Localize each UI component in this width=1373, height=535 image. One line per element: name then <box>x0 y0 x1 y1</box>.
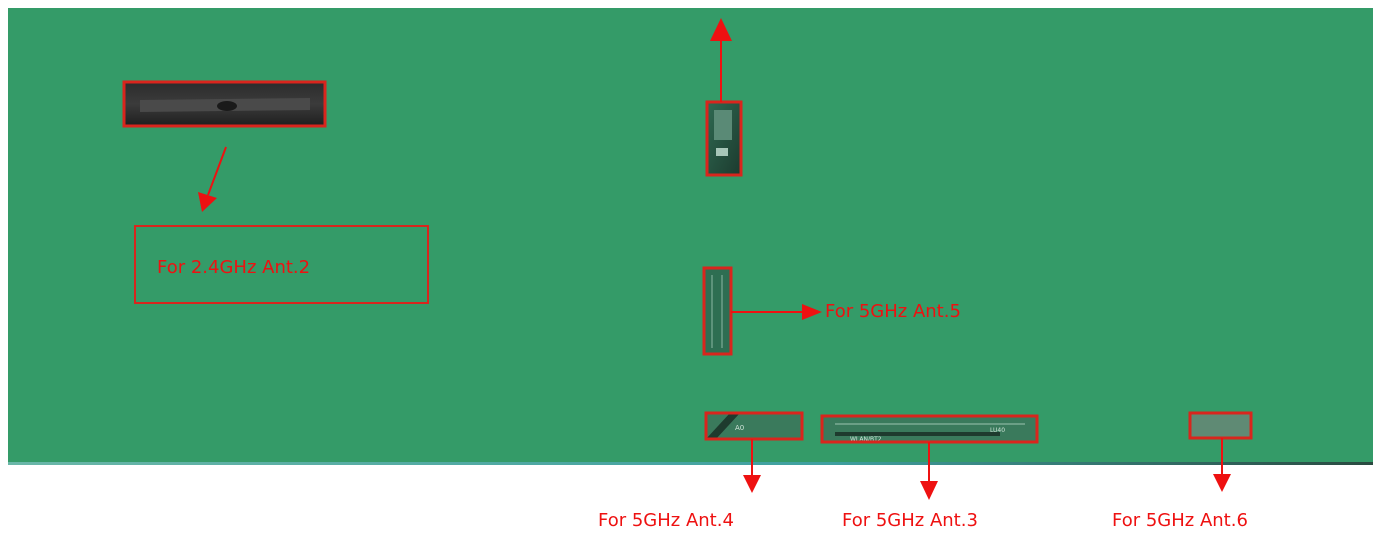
ant3-arrowhead <box>920 481 938 500</box>
ant3-connector: WLAN/BT2 LU40 <box>822 416 1037 443</box>
ant5-connector <box>704 268 731 354</box>
ant2-label: For 2.4GHz Ant.2 <box>157 259 310 277</box>
ant2-connector <box>124 82 325 126</box>
ant6-label: For 5GHz Ant.6 <box>1112 512 1248 530</box>
ant3-silk-text-b: LU40 <box>990 427 1005 434</box>
top-module <box>707 102 741 175</box>
ant6-arrowhead <box>1213 474 1231 492</box>
ant2-arrowhead <box>198 192 217 212</box>
ant3-label: For 5GHz Ant.3 <box>842 512 978 530</box>
ant4-label: For 5GHz Ant.4 <box>598 512 734 530</box>
top-arrowhead <box>710 18 732 41</box>
ant6-connector <box>1190 413 1251 438</box>
ant4-silk-text: A0 <box>735 424 744 432</box>
ant4-connector: A0 <box>706 413 802 439</box>
ant5-arrowhead <box>802 304 822 320</box>
ant2-label-box: For 2.4GHz Ant.2 <box>134 225 429 304</box>
ant4-arrowhead <box>743 475 761 493</box>
ant2-pointer-line <box>208 147 226 195</box>
ant5-label: For 5GHz Ant.5 <box>825 303 961 321</box>
